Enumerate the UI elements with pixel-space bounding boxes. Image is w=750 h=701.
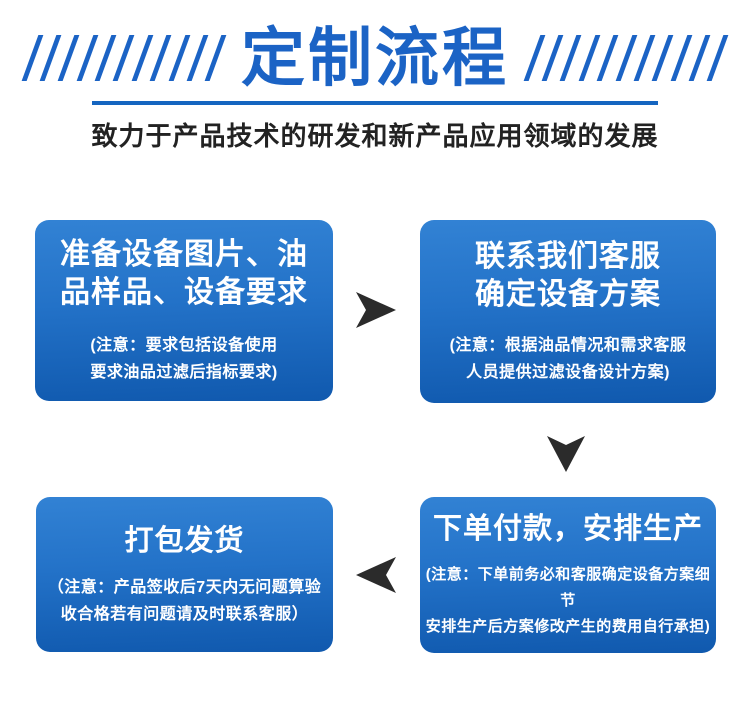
step-title-line: 下单付款，安排生产 <box>432 513 703 545</box>
step-title: 打包发货 <box>124 522 244 560</box>
slash-mark <box>21 35 43 81</box>
step-title: 下单付款，安排生产 <box>433 510 703 548</box>
header: 定制流程 <box>0 18 750 98</box>
step-note-line: (注意：根据油品情况和需求客服 <box>449 336 687 354</box>
slash-mark <box>688 35 711 81</box>
slash-mark <box>39 35 62 81</box>
step-note: （注意：产品签收后7天内无问题算验 收合格若有问题请及时联系客服） <box>48 574 321 628</box>
step-title-line: 品样品、设备要求 <box>60 275 308 309</box>
slash-mark <box>94 35 117 81</box>
step-title-line: 确定设备方案 <box>475 277 661 311</box>
step-note-line: 收合格若有问题请及时联系客服） <box>60 605 309 623</box>
slash-mark <box>615 35 637 81</box>
step-note: (注意：根据油品情况和需求客服 人员提供过滤设备设计方案) <box>450 332 687 386</box>
slash-mark <box>76 35 99 81</box>
step-note-line: 要求油品过滤后指标要求) <box>90 363 278 381</box>
step-box-prepare: 准备设备图片、油 品样品、设备要求 (注意：要求包括设备使用 要求油品过滤后指标… <box>35 220 333 401</box>
step-note-line: 人员提供过滤设备设计方案) <box>466 363 670 381</box>
slash-mark <box>168 35 190 81</box>
slash-mark <box>651 35 674 81</box>
step-title-line: 打包发货 <box>124 524 245 557</box>
arrow-left-icon <box>356 556 396 594</box>
slash-mark <box>57 35 80 81</box>
step-note: (注意：下单前务必和客服确定设备方案细节 安排生产后方案修改产生的费用自行承担) <box>420 562 716 640</box>
slash-mark <box>596 35 619 81</box>
step-title-line: 联系我们客服 <box>475 239 661 273</box>
subtitle: 致力于产品技术的研发和新产品应用领域的发展 <box>91 121 659 151</box>
arrow-down-icon <box>546 435 586 473</box>
step-note: (注意：要求包括设备使用 要求油品过滤后指标要求) <box>90 332 277 386</box>
slash-mark <box>707 35 729 81</box>
step-title: 准备设备图片、油 品样品、设备要求 <box>60 236 308 312</box>
step-note-line: 安排生产后方案修改产生的费用自行承担) <box>425 618 711 635</box>
right-slashes-decoration <box>523 34 729 82</box>
slash-mark <box>131 35 154 81</box>
step-box-order: 下单付款，安排生产 (注意：下单前务必和客服确定设备方案细节 安排生产后方案修改… <box>420 497 716 653</box>
step-box-ship: 打包发货 （注意：产品签收后7天内无问题算验 收合格若有问题请及时联系客服） <box>36 497 333 652</box>
slash-mark <box>204 35 227 81</box>
slash-mark <box>186 35 209 81</box>
left-slashes-decoration <box>21 34 227 82</box>
step-box-contact: 联系我们客服 确定设备方案 (注意：根据油品情况和需求客服 人员提供过滤设备设计… <box>420 220 716 403</box>
header-divider <box>92 101 658 105</box>
slash-mark <box>633 35 656 81</box>
step-note-line: (注意：要求包括设备使用 <box>90 336 278 354</box>
slash-mark <box>541 35 564 81</box>
step-note-line: （注意：产品签收后7天内无问题算验 <box>47 578 322 596</box>
slash-mark <box>523 35 546 81</box>
page-title: 定制流程 <box>241 22 509 94</box>
slash-mark <box>578 35 601 81</box>
arrow-right-icon <box>356 291 396 329</box>
slash-mark <box>113 35 135 81</box>
slash-mark <box>149 35 172 81</box>
slash-mark <box>560 35 582 81</box>
step-title: 联系我们客服 确定设备方案 <box>475 238 661 314</box>
step-note-line: (注意：下单前务必和客服确定设备方案细节 <box>425 566 711 609</box>
step-title-line: 准备设备图片、油 <box>60 237 308 271</box>
slash-mark <box>670 35 693 81</box>
